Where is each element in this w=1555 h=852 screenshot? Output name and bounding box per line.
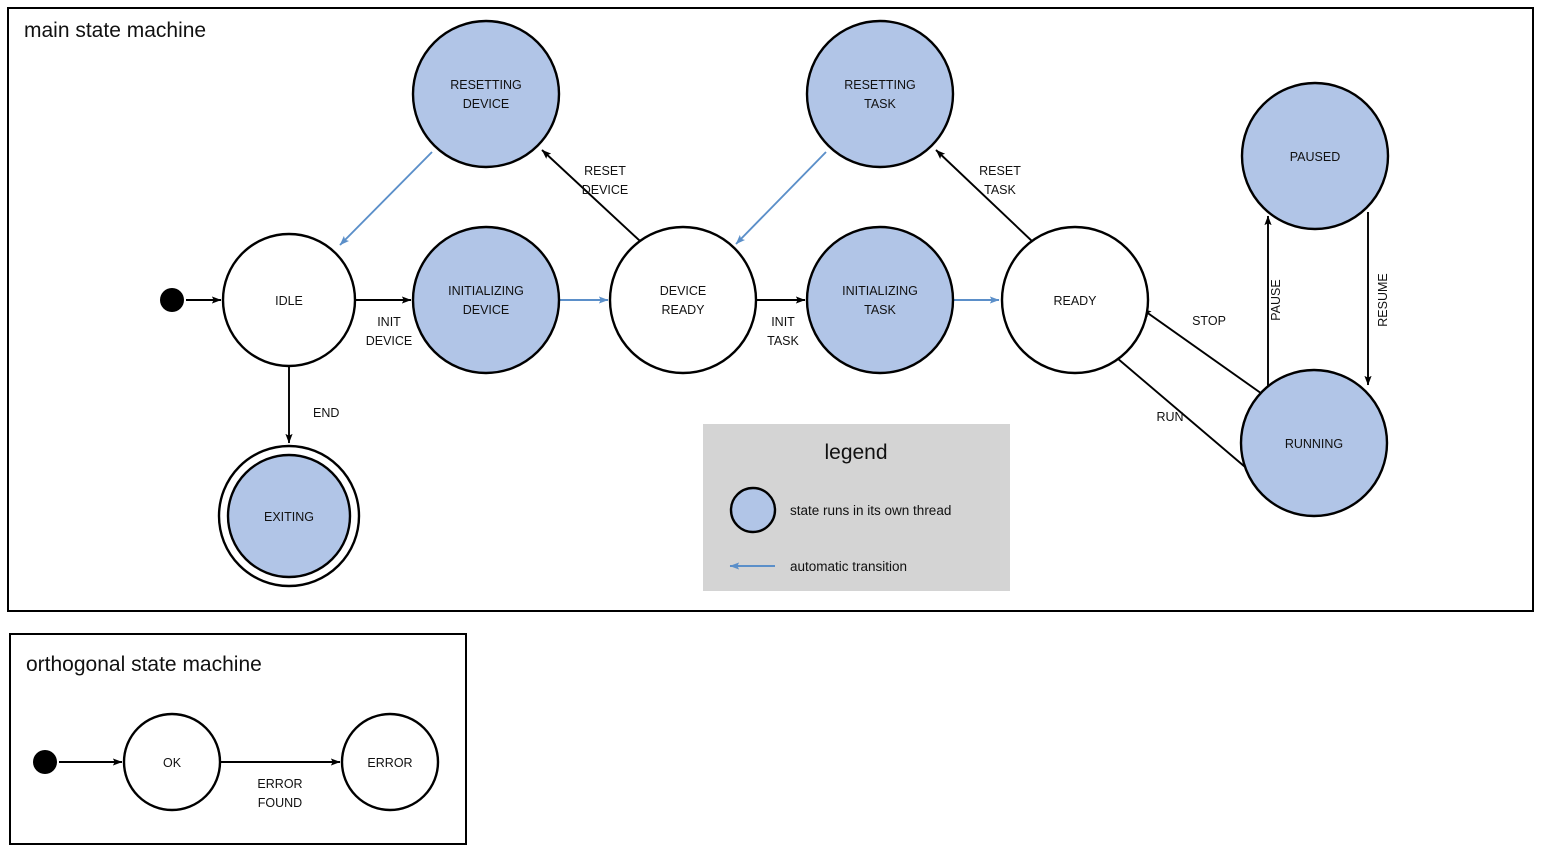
state-label-paused: PAUSED	[1290, 150, 1340, 164]
state-label-resetting-task-line1: RESETTING	[844, 78, 916, 92]
transition-label-error-found-line1: ERROR	[257, 777, 302, 791]
transition-device-ready-to-resetting-device: RESET DEVICE	[541, 149, 641, 242]
state-label-running: RUNNING	[1285, 437, 1343, 451]
state-ok[interactable]: OK	[122, 712, 222, 812]
transition-label-stop: STOP	[1192, 314, 1226, 328]
transition-label-run: RUN	[1156, 410, 1183, 424]
orthogonal-transitions: ERROR FOUND	[59, 758, 341, 810]
transition-resetting-task-to-device-ready	[735, 151, 827, 245]
state-idle[interactable]: IDLE	[221, 232, 357, 368]
transition-label-init-device-line1: INIT	[377, 315, 401, 329]
state-label-exiting: EXITING	[264, 510, 314, 524]
orthogonal-states: OK ERROR	[33, 712, 440, 812]
transition-label-error-found-line2: FOUND	[258, 796, 302, 810]
legend-item-thread-state: state runs in its own thread	[729, 486, 951, 534]
state-label-resetting-device-line2: DEVICE	[463, 97, 510, 111]
thread-state-circle-icon	[729, 486, 777, 534]
transition-label-init-task-line2: TASK	[767, 334, 799, 348]
legend-item-thread-state-label: state runs in its own thread	[790, 503, 951, 518]
orthogonal-state-machine-panel: orthogonal state machine ERROR FOUND OK …	[9, 633, 467, 845]
state-resetting-device[interactable]: RESETTING DEVICE	[411, 19, 561, 169]
orthogonal-panel-title: orthogonal state machine	[26, 653, 262, 676]
state-paused[interactable]: PAUSED	[1240, 81, 1390, 231]
state-initializing-device[interactable]: INITIALIZING DEVICE	[411, 225, 561, 375]
transition-resetting-device-to-idle	[339, 151, 433, 246]
main-state-machine-panel: main state machine INIT DEVICE END	[7, 7, 1534, 612]
start-node-main	[160, 288, 184, 312]
state-label-initializing-task-line2: TASK	[864, 303, 896, 317]
legend-item-auto-transition: automatic transition	[729, 559, 907, 574]
main-transitions: INIT DEVICE END RESET DEVICE	[186, 149, 1390, 479]
transition-label-end: END	[313, 406, 339, 420]
transition-label-reset-task-line1: RESET	[979, 164, 1021, 178]
state-running[interactable]: RUNNING	[1239, 368, 1389, 518]
state-label-device-ready-line1: DEVICE	[660, 284, 707, 298]
transition-label-reset-device-line1: RESET	[584, 164, 626, 178]
legend-item-auto-transition-label: automatic transition	[790, 559, 907, 574]
main-states: RESETTING DEVICE RESETTING TASK PAUSED I…	[160, 19, 1390, 588]
state-label-ready: READY	[1053, 294, 1097, 308]
transition-label-init-task-line1: INIT	[771, 315, 795, 329]
state-label-initializing-task-line1: INITIALIZING	[842, 284, 918, 298]
transition-label-reset-task-line2: TASK	[984, 183, 1016, 197]
transition-running-to-ready: STOP	[1141, 308, 1266, 397]
state-ready[interactable]: READY	[1000, 225, 1150, 375]
legend: legend state runs in its own thread auto…	[703, 424, 1010, 591]
transition-paused-to-running: RESUME	[1364, 212, 1390, 386]
transition-label-resume: RESUME	[1376, 273, 1390, 326]
state-label-initializing-device-line1: INITIALIZING	[448, 284, 524, 298]
transition-device-ready-to-initializing-task: INIT TASK	[757, 296, 806, 348]
transition-idle-to-initializing-device: INIT DEVICE	[355, 296, 413, 348]
transition-label-init-device-line2: DEVICE	[366, 334, 413, 348]
transition-ready-to-resetting-task: RESET TASK	[935, 149, 1035, 244]
state-label-error: ERROR	[367, 756, 412, 770]
state-label-idle: IDLE	[275, 294, 303, 308]
main-panel-title: main state machine	[24, 19, 206, 42]
state-label-initializing-device-line2: DEVICE	[463, 303, 510, 317]
state-exiting[interactable]: EXITING	[217, 444, 361, 588]
state-device-ready[interactable]: DEVICE READY	[608, 225, 758, 375]
state-error[interactable]: ERROR	[340, 712, 440, 812]
state-label-resetting-task-line2: TASK	[864, 97, 896, 111]
transition-ok-to-error: ERROR FOUND	[220, 758, 341, 810]
transition-running-to-paused: PAUSE	[1264, 215, 1283, 396]
transition-ready-to-running: RUN	[1116, 357, 1259, 479]
state-resetting-task[interactable]: RESETTING TASK	[805, 19, 955, 169]
start-node-orthogonal	[33, 750, 57, 774]
legend-title: legend	[824, 441, 887, 464]
transition-label-reset-device-line2: DEVICE	[582, 183, 629, 197]
transition-idle-to-exiting: END	[285, 366, 339, 444]
state-label-device-ready-line2: READY	[661, 303, 705, 317]
transition-label-pause: PAUSE	[1269, 279, 1283, 320]
state-label-resetting-device-line1: RESETTING	[450, 78, 522, 92]
state-label-ok: OK	[163, 756, 182, 770]
state-initializing-task[interactable]: INITIALIZING TASK	[805, 225, 955, 375]
